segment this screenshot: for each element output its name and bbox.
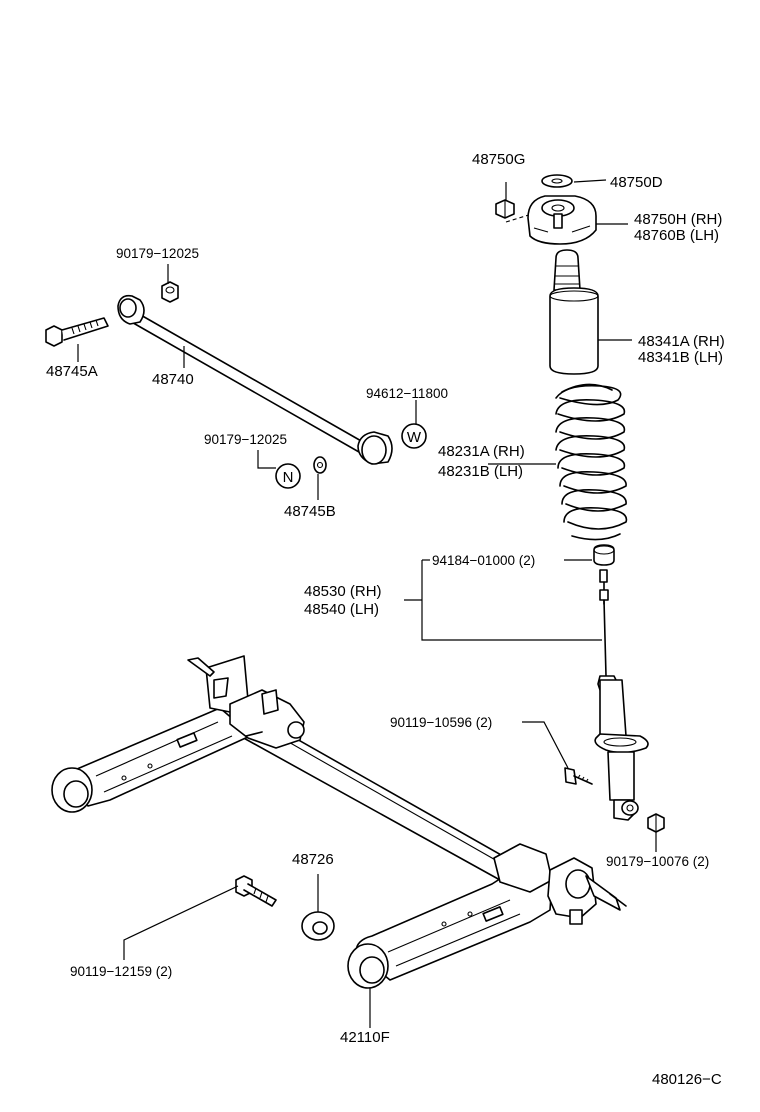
label-94612-11800: 94612−11800	[366, 386, 448, 401]
trailing-arm-bolt	[235, 875, 277, 907]
lateral-rod	[117, 294, 393, 465]
diagram-code: 480126−C	[652, 1071, 722, 1088]
washer-48726	[301, 911, 335, 941]
label-48745A: 48745A	[46, 363, 98, 380]
leader-lines	[77, 179, 657, 1028]
label-48726: 48726	[292, 851, 334, 868]
label-90179-10076: 90179−10076 (2)	[606, 854, 709, 869]
label-48740: 48740	[152, 371, 194, 388]
label-48760B: 48760B (LH)	[634, 227, 719, 244]
label-48231B: 48231B (LH)	[438, 463, 523, 480]
label-48341B: 48341B (LH)	[638, 349, 723, 366]
bump-stopper	[553, 249, 581, 291]
label-48745B: 48745B	[284, 503, 336, 520]
lateral-rod-bolt	[45, 317, 109, 347]
coil-spring	[555, 383, 628, 541]
dust-boot	[549, 287, 599, 375]
part-labels: 48750G 48750D 48750H (RH) 48760B (LH) 90…	[46, 151, 725, 1088]
upper-support-mount	[527, 195, 597, 245]
lateral-rod-nut-mid	[313, 456, 327, 474]
label-90119-10596: 90119−10596 (2)	[390, 715, 492, 730]
label-48750H: 48750H (RH)	[634, 211, 722, 228]
rod-bushing	[593, 544, 615, 566]
marker-n: N	[275, 463, 301, 489]
marker-w: W	[401, 423, 427, 449]
label-90179-12025-top: 90179−12025	[116, 246, 199, 261]
label-90119-12159: 90119−12159 (2)	[70, 964, 172, 979]
lateral-rod-nut-top	[161, 281, 179, 303]
marker-w-text: W	[407, 429, 422, 446]
upper-mount-washer	[541, 174, 573, 188]
label-48540: 48540 (LH)	[304, 601, 379, 618]
label-48750G: 48750G	[472, 151, 525, 168]
upper-mount-nut	[495, 199, 515, 219]
label-48530: 48530 (RH)	[304, 583, 382, 600]
rear-axle-beam	[51, 655, 627, 989]
label-94184-01000: 94184−01000 (2)	[432, 553, 535, 568]
shock-bolt	[564, 767, 593, 785]
label-90179-12025-mid: 90179−12025	[204, 432, 287, 447]
label-48231A: 48231A (RH)	[438, 443, 525, 460]
marker-n-text: N	[283, 469, 294, 486]
shock-lower-nut	[647, 813, 665, 833]
label-48750D: 48750D	[610, 174, 663, 191]
label-48341A: 48341A (RH)	[638, 333, 725, 350]
shock-absorber	[594, 569, 649, 821]
label-42110F: 42110F	[340, 1029, 390, 1046]
